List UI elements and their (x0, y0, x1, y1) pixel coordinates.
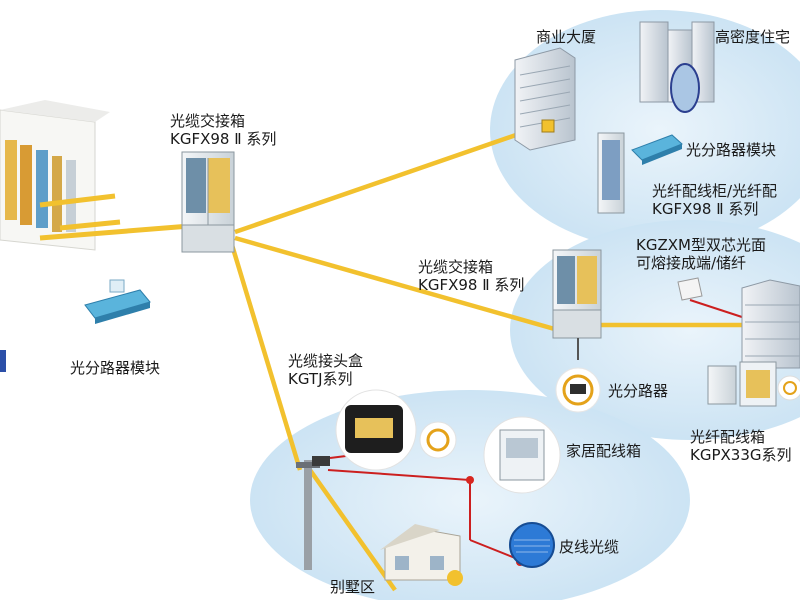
wire-node (466, 476, 474, 484)
cabinet-kgfx98-top (181, 151, 235, 253)
fiber-co-2 (59, 219, 121, 231)
fiber-joint-box (335, 389, 457, 471)
optical-splitter (555, 367, 601, 413)
high-density-residence (639, 21, 715, 113)
drop-wire-4 (469, 539, 521, 561)
commercial-building (514, 47, 576, 151)
fiber-distribution-box (707, 361, 800, 407)
label-cabinet-mid-line2: KGFX98 Ⅱ 系列 (418, 276, 525, 294)
home-distribution-box (483, 416, 561, 494)
label-villa: 别墅区 (330, 578, 376, 596)
label-joint-box-line2: KGTJ系列 (288, 370, 353, 388)
label-commercial-building: 商业大厦 (536, 28, 597, 46)
label-high-density: 高密度住宅 (715, 28, 791, 46)
edge-marker (0, 350, 6, 372)
fiber-to-commercial (234, 122, 546, 235)
fiber-pole-to-villa (308, 468, 397, 592)
label-cabinet-top-line2: KGFX98 Ⅱ 系列 (170, 130, 277, 148)
fiber-to-pole (229, 244, 303, 471)
label-fiber-rack: 光纤配线柜/光纤配 KGFX98 Ⅱ 系列 (652, 182, 777, 218)
splitter-module-right (631, 134, 683, 165)
label-kgzxm-line1: KGZXM型双芯光面 (636, 236, 766, 254)
label-cabinet-top-line1: 光缆交接箱 (170, 112, 246, 130)
label-dist-box-line1: 光纤配线箱 (690, 428, 766, 446)
residential-building (741, 279, 800, 369)
fiber-co-1 (39, 193, 116, 208)
label-home-box: 家居配线箱 (566, 442, 642, 460)
fiber-to-cabinet-mid (234, 235, 559, 333)
label-splitter-module-right: 光分路器模块 (686, 141, 777, 159)
label-fiber-rack-line1: 光纤配线柜/光纤配 (652, 182, 778, 200)
utility-pole (296, 456, 330, 570)
fiber-distribution-rack (597, 132, 625, 214)
label-dist-box: 光纤配线箱 KGPX33G系列 (690, 428, 792, 464)
cabinet-kgfx98-mid (552, 249, 602, 360)
label-fiber-rack-line2: KGFX98 Ⅱ 系列 (652, 200, 759, 218)
label-joint-box: 光缆接头盒 KGTJ系列 (288, 352, 363, 388)
label-splitter: 光分路器 (608, 382, 669, 400)
villa-house (380, 524, 463, 586)
label-joint-box-line1: 光缆接头盒 (288, 352, 364, 370)
kgzxm-faceplate (677, 277, 703, 301)
label-splitter-module-left: 光分路器模块 (70, 359, 161, 377)
label-dist-box-line2: KGPX33G系列 (690, 446, 792, 464)
label-drop-cable: 皮线光缆 (559, 538, 620, 556)
central-office-building (0, 100, 110, 251)
label-kgzxm: KGZXM型双芯光面 可熔接成端/储纤 (636, 236, 766, 272)
splitter-module-left (84, 279, 151, 324)
drop-cable-spool (509, 522, 555, 568)
label-cabinet-mid-line1: 光缆交接箱 (418, 258, 494, 276)
label-cabinet-top: 光缆交接箱 KGFX98 Ⅱ 系列 (170, 112, 276, 148)
label-cabinet-mid: 光缆交接箱 KGFX98 Ⅱ 系列 (418, 258, 524, 294)
fiber-co-3 (39, 223, 191, 241)
label-kgzxm-line2: 可熔接成端/储纤 (636, 254, 747, 272)
drop-wire-1 (689, 299, 746, 319)
fiber-network (229, 122, 745, 592)
